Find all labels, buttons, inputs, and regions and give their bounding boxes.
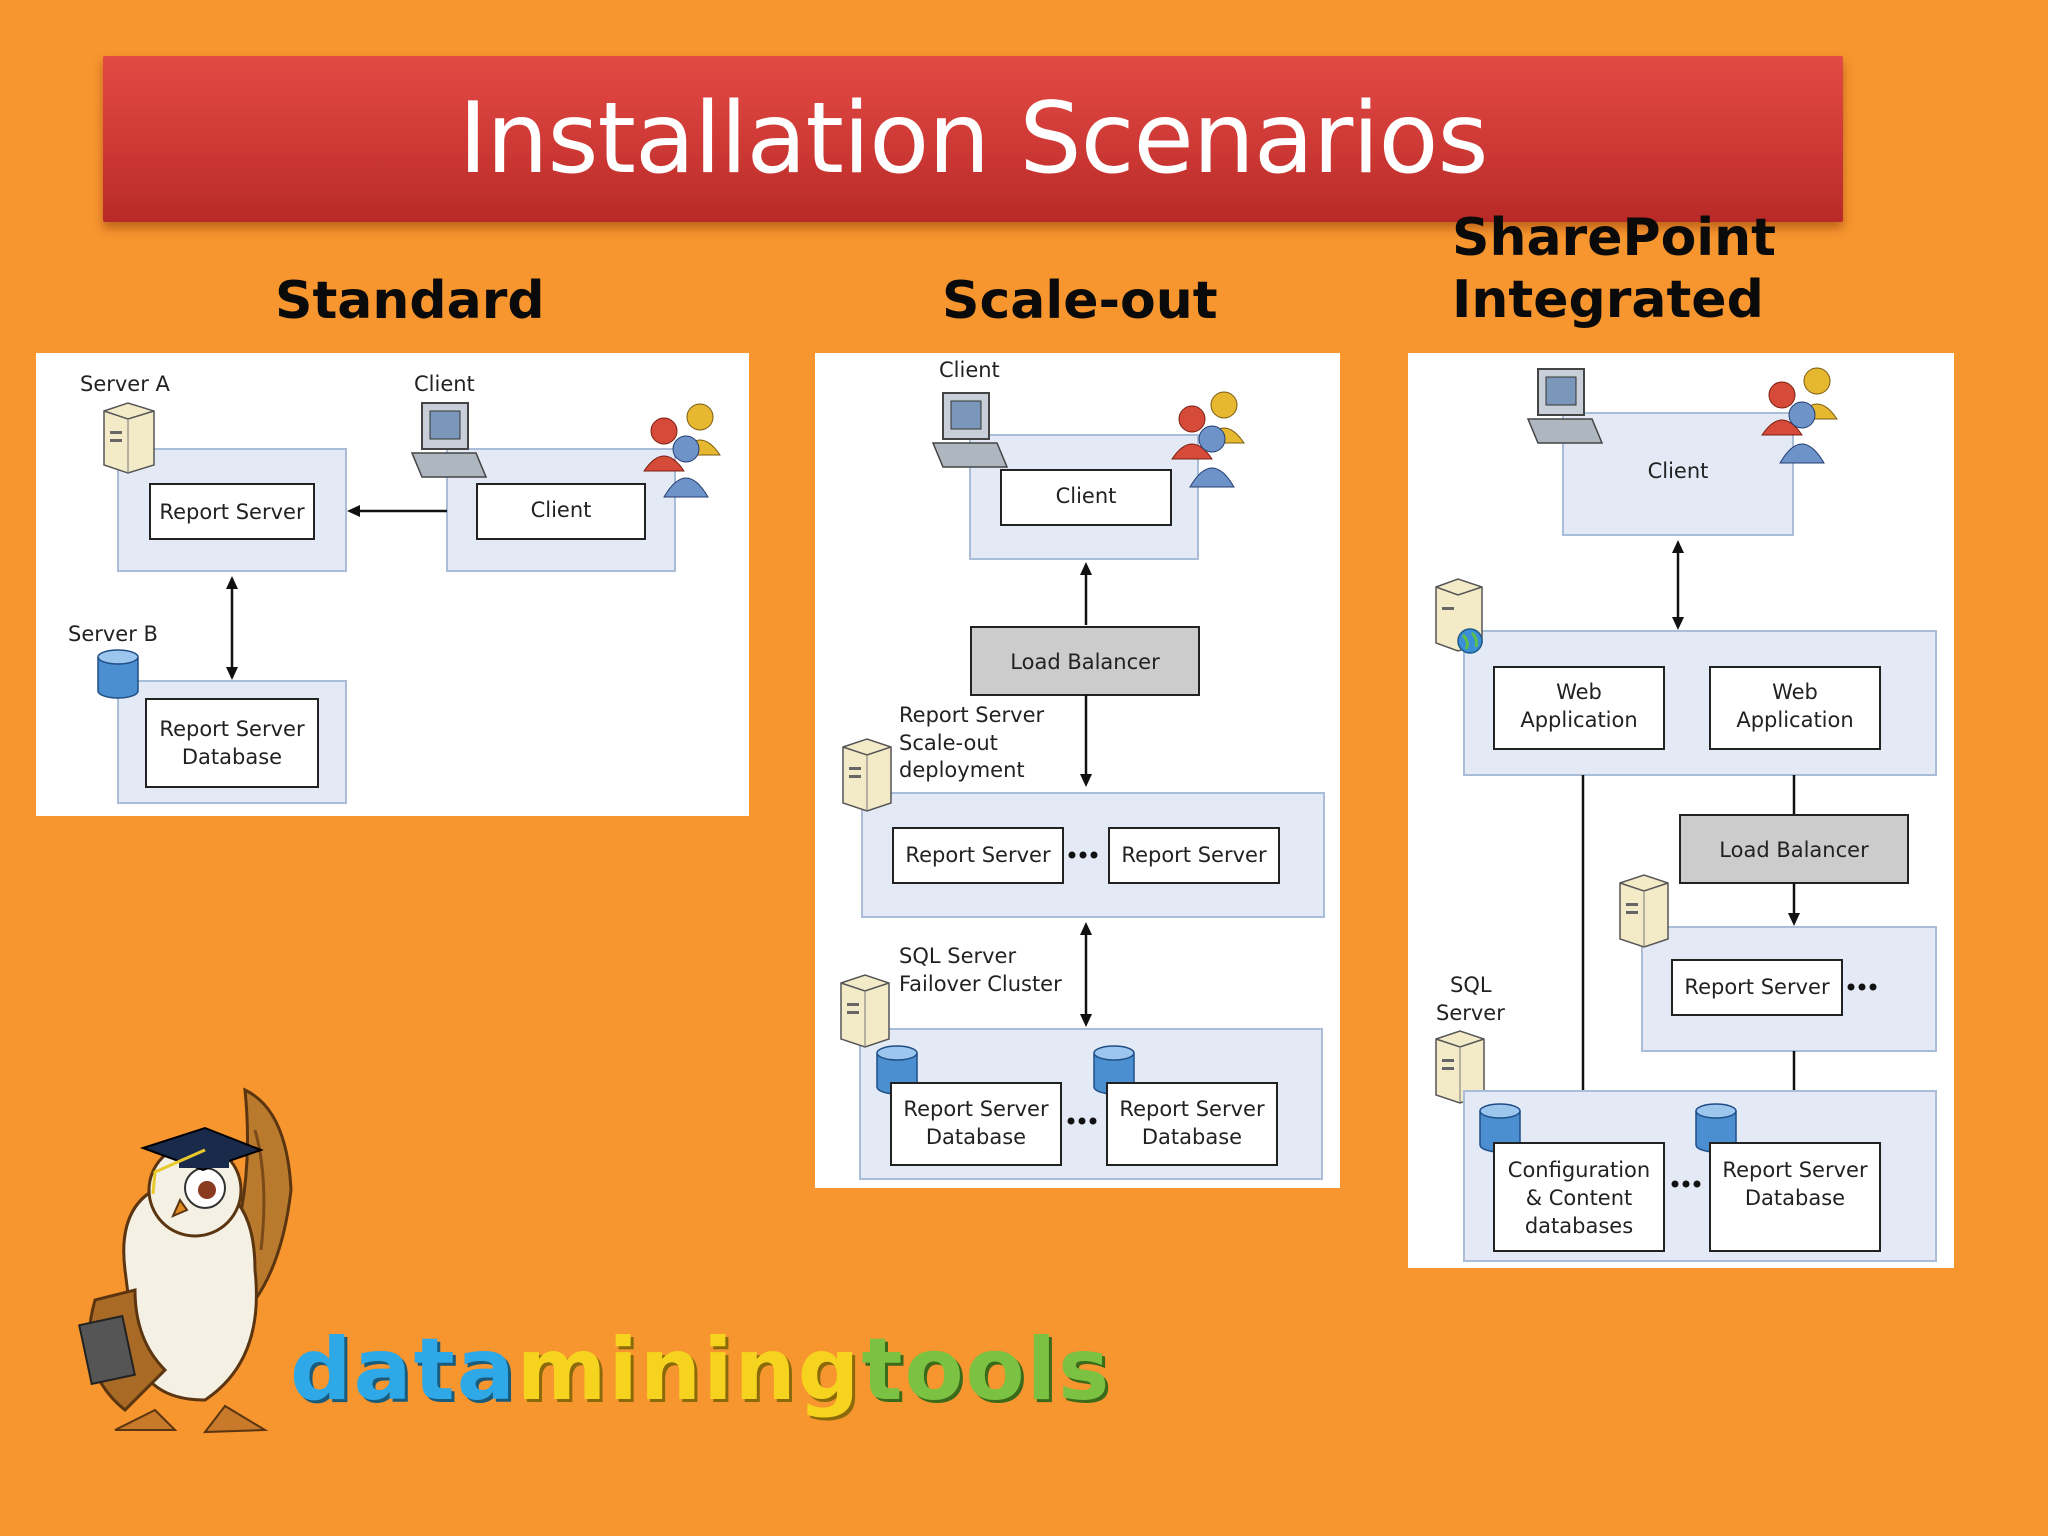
arrow-head-up xyxy=(226,576,238,589)
page-title: Installation Scenarios xyxy=(458,82,1488,196)
arrow-head xyxy=(347,505,360,517)
heading-standard: Standard xyxy=(275,271,545,331)
web-server-icon xyxy=(1435,578,1483,654)
title-bar: Installation Scenarios xyxy=(103,56,1843,222)
database-box xyxy=(145,698,319,788)
report-server-label-2: Report Server xyxy=(1121,843,1267,867)
config-db-line1: Configuration xyxy=(1508,1158,1650,1182)
ellipsis-icon xyxy=(1067,1117,1097,1125)
arrow-head-up xyxy=(1080,922,1092,935)
server-icon xyxy=(103,402,155,474)
users-icon xyxy=(643,403,721,498)
database-box-2-line1: Report Server xyxy=(1119,1097,1265,1121)
database-box-1 xyxy=(890,1082,1062,1166)
report-server-box xyxy=(1671,959,1843,1016)
sql-label-1: SQL Server xyxy=(899,944,1016,968)
logo-part-data: data xyxy=(290,1320,517,1420)
report-server-box-1 xyxy=(892,827,1064,884)
sharepoint-diagram: Client Web Application Web Application L… xyxy=(1408,353,1954,1268)
ellipsis-icon xyxy=(1847,983,1877,991)
web-app-2-line1: Web xyxy=(1772,680,1818,704)
arrow-head-down xyxy=(1672,617,1684,630)
server-icon xyxy=(840,974,890,1048)
logo-part-mining: mining xyxy=(516,1320,862,1420)
rs-deploy-label-1: Report Server xyxy=(899,703,1045,727)
database-box-2 xyxy=(1106,1082,1278,1166)
users-icon xyxy=(1171,391,1245,488)
rs-deploy-label-2: Scale-out xyxy=(899,731,998,755)
rsdb-box xyxy=(1709,1142,1881,1252)
users-icon xyxy=(1761,367,1838,464)
logo-text: dataminingtools xyxy=(290,1320,1111,1420)
sql-label-2: Failover Cluster xyxy=(899,972,1062,996)
arrow-head-up xyxy=(1672,540,1684,553)
database-icon xyxy=(97,649,139,699)
report-server-label: Report Server xyxy=(1684,975,1830,999)
arrow-head-down xyxy=(226,667,238,680)
computer-icon xyxy=(1526,368,1604,444)
report-server-label: Report Server xyxy=(159,500,305,524)
heading-sharepoint-line1: SharePoint xyxy=(1452,208,1777,268)
database-box-line2: Database xyxy=(182,745,282,769)
server-a-label: Server A xyxy=(80,372,171,396)
report-server-box-2 xyxy=(1108,827,1280,884)
logo-part-tools: tools xyxy=(861,1320,1112,1420)
client-label: Client xyxy=(414,372,475,396)
computer-icon xyxy=(931,392,1009,468)
owl-mascot-icon xyxy=(78,1087,293,1434)
database-icon xyxy=(1479,1103,1521,1153)
database-box-1-line2: Database xyxy=(926,1125,1026,1149)
computer-icon xyxy=(410,402,488,478)
arrow-head-down xyxy=(1080,1014,1092,1027)
server-icon xyxy=(1619,874,1669,948)
heading-sharepoint-line2: Integrated xyxy=(1452,270,1764,330)
heading-scaleout: Scale-out xyxy=(942,271,1218,331)
rsdb-line2: Database xyxy=(1745,1186,1845,1210)
database-box-line1: Report Server xyxy=(159,717,305,741)
server-icon xyxy=(1435,1030,1485,1104)
report-server-box xyxy=(149,483,315,540)
database-box-2-line2: Database xyxy=(1142,1125,1242,1149)
client-box-label: Client xyxy=(531,498,592,522)
client-label: Client xyxy=(1648,459,1709,483)
client-label: Client xyxy=(939,358,1000,382)
client-box xyxy=(476,483,646,540)
ellipsis-icon xyxy=(1068,851,1098,859)
sql-label-1: SQL xyxy=(1450,973,1492,997)
config-db-line2: & Content xyxy=(1526,1186,1633,1210)
web-app-box-1 xyxy=(1493,666,1665,750)
web-app-1-line2: Application xyxy=(1520,708,1637,732)
sql-label-2: Server xyxy=(1436,1001,1505,1025)
load-balancer-label: Load Balancer xyxy=(1719,838,1869,862)
standard-diagram: Server A Client Server B Report Server C… xyxy=(36,353,749,816)
heading-sharepoint: SharePoint Integrated xyxy=(1452,207,1776,331)
client-region xyxy=(1562,412,1794,536)
config-db-box xyxy=(1493,1142,1665,1252)
scaleout-diagram: Client Client Load Balancer Report Serve… xyxy=(815,353,1340,1188)
client-box xyxy=(1000,469,1172,526)
web-app-1-line1: Web xyxy=(1556,680,1602,704)
load-balancer-label: Load Balancer xyxy=(1010,650,1160,674)
load-balancer-box xyxy=(1679,814,1909,884)
report-server-label-1: Report Server xyxy=(905,843,1051,867)
load-balancer-box xyxy=(970,626,1200,696)
server-icon xyxy=(842,738,892,812)
database-box-1-line1: Report Server xyxy=(903,1097,1049,1121)
rsdb-line1: Report Server xyxy=(1722,1158,1868,1182)
arrow-head-down xyxy=(1788,913,1800,926)
client-box-label: Client xyxy=(1056,484,1117,508)
web-app-2-line2: Application xyxy=(1736,708,1853,732)
ellipsis-icon xyxy=(1671,1180,1701,1188)
config-db-line3: databases xyxy=(1525,1214,1633,1238)
server-b-label: Server B xyxy=(68,622,158,646)
arrow-head-up xyxy=(1080,562,1092,575)
rs-deploy-label-3: deployment xyxy=(899,758,1025,782)
web-app-box-2 xyxy=(1709,666,1881,750)
arrow-head-down xyxy=(1080,774,1092,787)
